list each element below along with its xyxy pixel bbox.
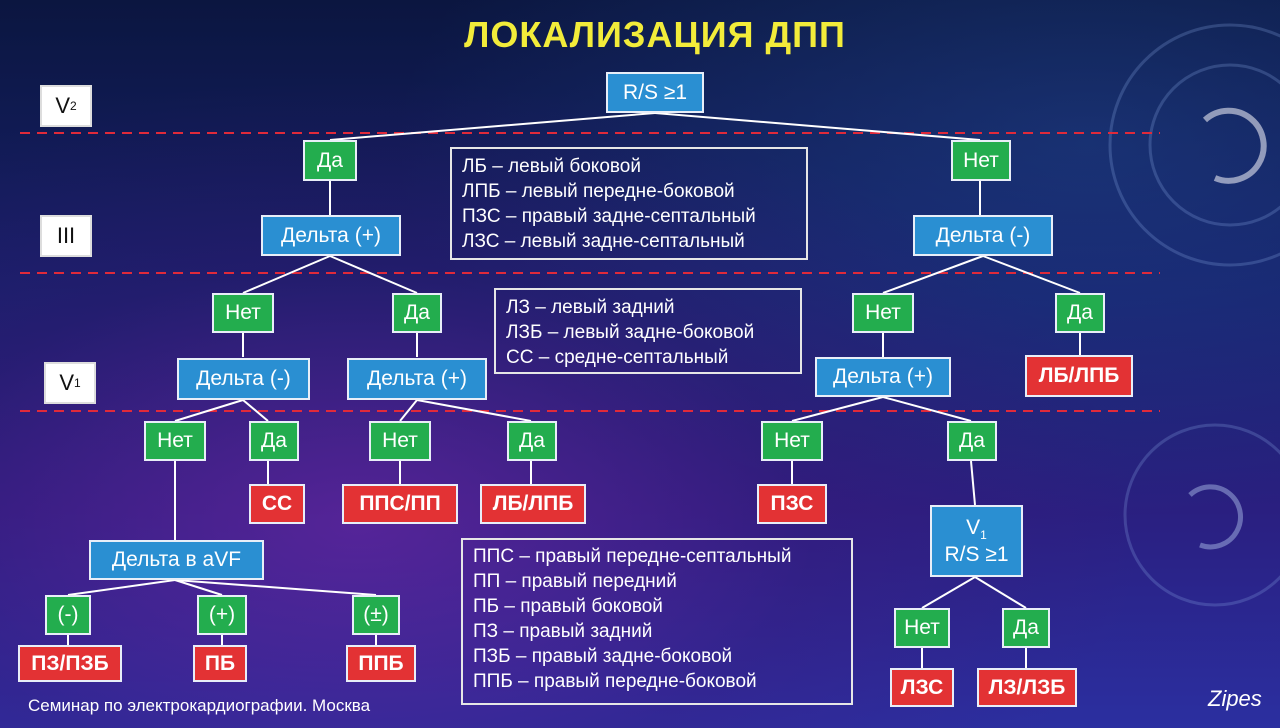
result-pb: ПБ — [193, 645, 247, 682]
node-no-r3: Нет — [761, 421, 823, 461]
result-ppb: ППБ — [346, 645, 416, 682]
node-no-l3a: Нет — [144, 421, 206, 461]
legend-box-top: ЛБ – левый боковой ЛПБ – левый передне-б… — [450, 147, 808, 260]
node-v1-rs: V1 R/S ≥1 — [930, 505, 1023, 577]
node-delta-plus-v1: Дельта (+) — [347, 358, 487, 400]
node-delta-plus-left: Дельта (+) — [261, 215, 401, 256]
legend-item: ЛЗБ – левый задне-боковой — [506, 322, 755, 343]
node-avf-minus: (-) — [45, 595, 91, 635]
legend-item: ПП – правый передний — [473, 571, 677, 592]
legend-item: ЛПБ – левый передне-боковой — [462, 181, 735, 202]
legend-item: СС – средне-септальный — [506, 347, 729, 368]
footer-caption: Семинар по электрокардиографии. Москва — [28, 696, 371, 715]
legend-box-bottom: ППС – правый передне-септальный ПП – пра… — [461, 538, 853, 705]
lead-v1-text: V — [59, 370, 74, 395]
node-delta-minus-v1: Дельта (-) — [177, 358, 310, 400]
node-no-l2: Нет — [212, 293, 274, 333]
result-pz-pzb: ПЗ/ПЗБ — [18, 645, 122, 682]
node-avf-pm: (±) — [352, 595, 400, 635]
result-pzs: ПЗС — [757, 484, 827, 524]
legend-item: ЛЗС – левый задне-септальный — [462, 231, 745, 252]
v1-rs-lead: V — [966, 516, 981, 540]
node-delta-avf: Дельта в aVF — [89, 540, 264, 580]
node-yes-r4: Да — [1002, 608, 1050, 648]
node-yes-r3: Да — [947, 421, 997, 461]
legend-item: ЛБ – левый боковой — [462, 156, 641, 177]
node-yes-l3b: Да — [507, 421, 557, 461]
node-avf-plus: (+) — [197, 595, 247, 635]
result-lzs: ЛЗС — [890, 668, 954, 707]
node-no-top: Нет — [951, 140, 1011, 181]
result-pps-pp: ППС/ПП — [342, 484, 458, 524]
legend-item: ПЗС – правый задне-септальный — [462, 206, 756, 227]
legend-item: ППБ – правый передне-боковой — [473, 671, 757, 692]
legend-item: ПЗБ – правый задне-боковой — [473, 646, 733, 667]
result-lb-lpb-mid: ЛБ/ЛПБ — [480, 484, 586, 524]
legend-item: ПБ – правый боковой — [473, 596, 663, 617]
result-ss: СС — [249, 484, 305, 524]
legend-item: ПЗ – правый задний — [473, 621, 653, 642]
legend-item: ЛЗ – левый задний — [506, 297, 675, 318]
author-credit: Zipes — [1208, 686, 1262, 711]
node-no-r2: Нет — [852, 293, 914, 333]
node-no-l3b: Нет — [369, 421, 431, 461]
node-no-r4: Нет — [894, 608, 950, 648]
lead-v2-sub: 2 — [70, 99, 77, 113]
lead-v2-text: V — [55, 93, 70, 118]
result-lb-lpb-top: ЛБ/ЛПБ — [1025, 355, 1133, 397]
node-yes-r2: Да — [1055, 293, 1105, 333]
slide-title: ЛОКАЛИЗАЦИЯ ДПП — [464, 14, 846, 55]
node-yes-l3a: Да — [249, 421, 299, 461]
node-delta-minus-right: Дельта (-) — [913, 215, 1053, 256]
lead-v1-sub: 1 — [74, 376, 81, 390]
node-yes-top: Да — [303, 140, 357, 181]
lead-iii-text: III — [56, 223, 76, 248]
node-delta-plus-v1-right: Дельта (+) — [815, 357, 951, 397]
lead-label-iii: III — [40, 215, 92, 257]
v1-rs-sub: 1 — [980, 528, 987, 543]
legend-item: ППС – правый передне-септальный — [473, 546, 792, 567]
result-lz-lzb: ЛЗ/ЛЗБ — [977, 668, 1077, 707]
v1-rs-ratio: R/S ≥1 — [944, 542, 1009, 566]
node-yes-l2: Да — [392, 293, 442, 333]
root-node-rs: R/S ≥1 — [606, 72, 704, 113]
legend-box-middle: ЛЗ – левый задний ЛЗБ – левый задне-боко… — [494, 288, 802, 374]
